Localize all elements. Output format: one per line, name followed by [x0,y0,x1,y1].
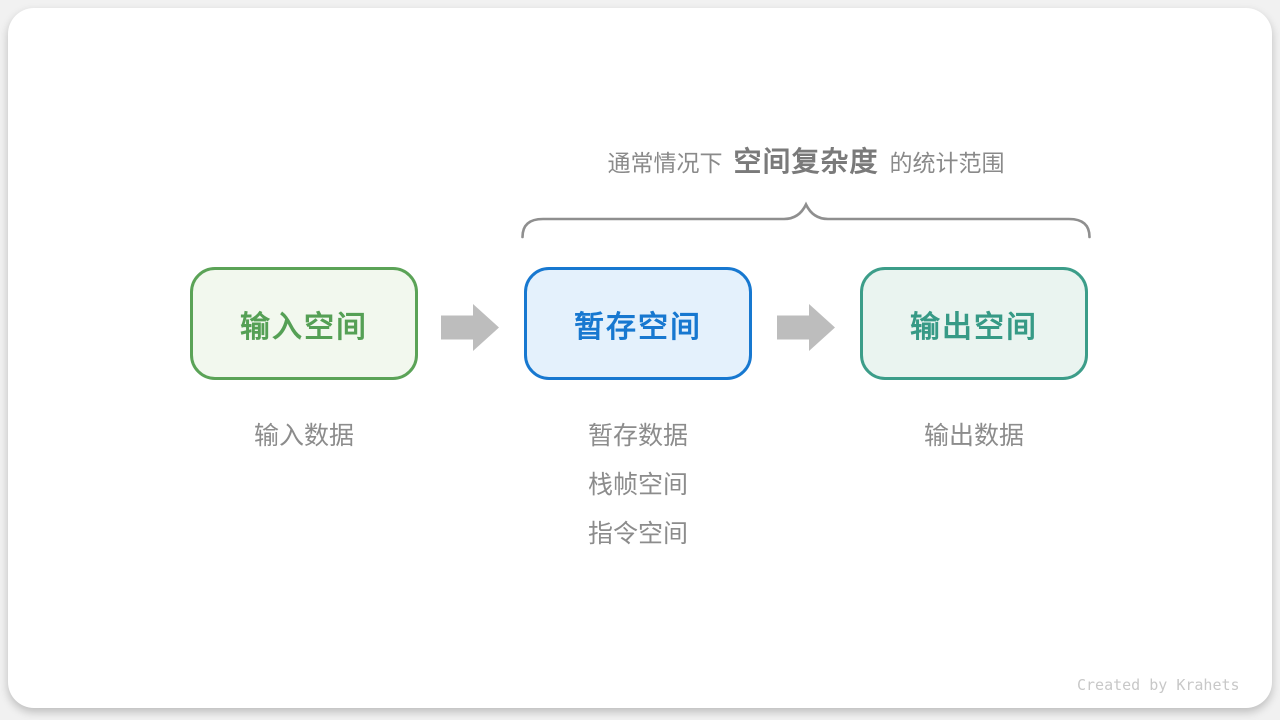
output-space-details: 输出数据 [860,412,1088,461]
annotation-prefix: 通常情况下 [607,150,723,176]
output-space-label: 输出空间 [910,310,1038,344]
annotation-suffix: 的统计范围 [889,150,1005,176]
detail-line: 输入数据 [253,422,354,450]
input-space-details: 输入数据 [190,412,418,461]
credit-text: Created by Krahets [1077,676,1240,694]
input-space-label: 输入空间 [240,310,368,344]
arrow-right-icon [441,304,499,351]
annotation-title: 通常情况下空间复杂度的统计范围 [521,144,1091,181]
detail-line: 栈帧空间 [587,471,688,499]
arrow-right-icon [777,304,835,351]
detail-line: 暂存数据 [587,422,688,450]
detail-line: 输出数据 [923,422,1024,450]
curly-brace-icon [521,201,1091,239]
temp-space-details: 暂存数据 栈帧空间 指令空间 [524,412,752,559]
input-space-box: 输入空间 [190,267,418,380]
annotation-term: 空间复杂度 [733,146,879,177]
temp-space-box: 暂存空间 [524,267,752,380]
output-space-box: 输出空间 [860,267,1088,380]
detail-line: 指令空间 [587,520,688,548]
temp-space-label: 暂存空间 [574,310,702,344]
